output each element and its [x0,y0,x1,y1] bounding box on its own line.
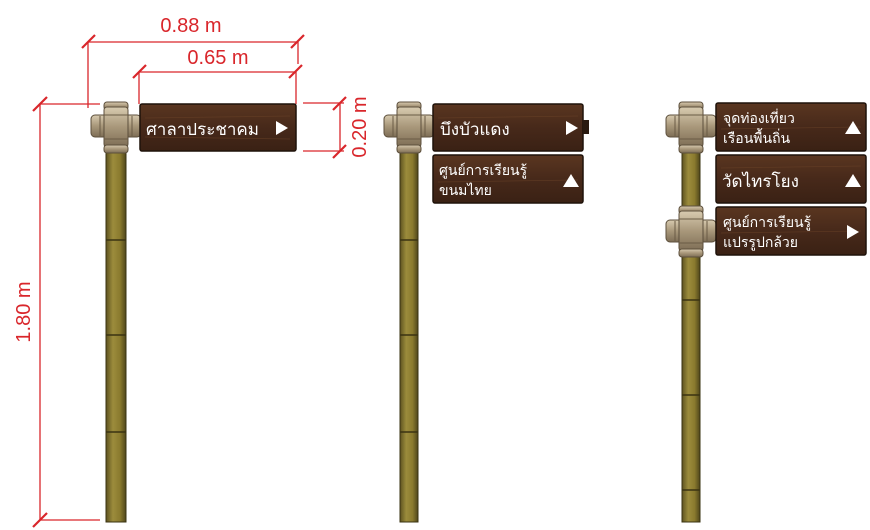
sign-board: จุดท่องเที่ยว เรือนพื้นถิ่น [715,102,867,152]
signpost-2: บึงบัวแดง ศูนย์การเรียนรู้ ขนมไทย [383,101,589,523]
arrow-up-icon [563,174,579,187]
pole [105,107,127,523]
sign-label: วัดไทรโยง [722,171,799,192]
pole [681,107,701,523]
sign-label-line-1: ศูนย์การเรียนรู้ [439,162,528,179]
rope-lashing [665,205,717,258]
sign-board: ศูนย์การเรียนรู้ แปรรูปกล้วย [715,206,867,256]
arrow-right-icon [276,121,288,135]
arrow-up-icon [845,121,861,134]
sign-label-line-2: เรือนพื้นถิ่น [723,128,791,147]
sign-label: ศาลาประชาคม [146,120,259,140]
pole [399,107,419,523]
sign-label-line-1: ศูนย์การเรียนรู้ [723,214,812,231]
dimension-sign-height: 0.20 m [349,96,371,157]
sign-label-line-2: แปรรูปกล้วย [723,235,798,251]
dimension-pole-height: 1.80 m [13,281,35,342]
rope-lashing [383,101,435,154]
arrow-up-icon [845,174,861,187]
arrow-right-icon [847,225,859,239]
sign-board: บึงบัวแดง [432,103,589,152]
dimension-annotations [32,34,347,528]
rope-lashing [665,101,717,154]
arrow-right-icon [566,121,578,135]
sign-board: ศาลาประชาคม [139,103,297,152]
rope-lashing [90,101,142,154]
signpost-1: ศาลาประชาคม [90,101,297,523]
sign-label: บึงบัวแดง [440,120,510,140]
sign-board: วัดไทรโยง [715,154,867,204]
signpost-3: จุดท่องเที่ยว เรือนพื้นถิ่น วัดไทรโยง ศู… [665,101,867,523]
sign-board: ศูนย์การเรียนรู้ ขนมไทย [432,154,584,204]
dimension-sign-width: 0.65 m [187,47,248,69]
dimension-total-width: 0.88 m [160,15,221,37]
sign-label-line-2: ขนมไทย [439,182,492,199]
sign-label-line-1: จุดท่องเที่ยว [723,109,795,127]
